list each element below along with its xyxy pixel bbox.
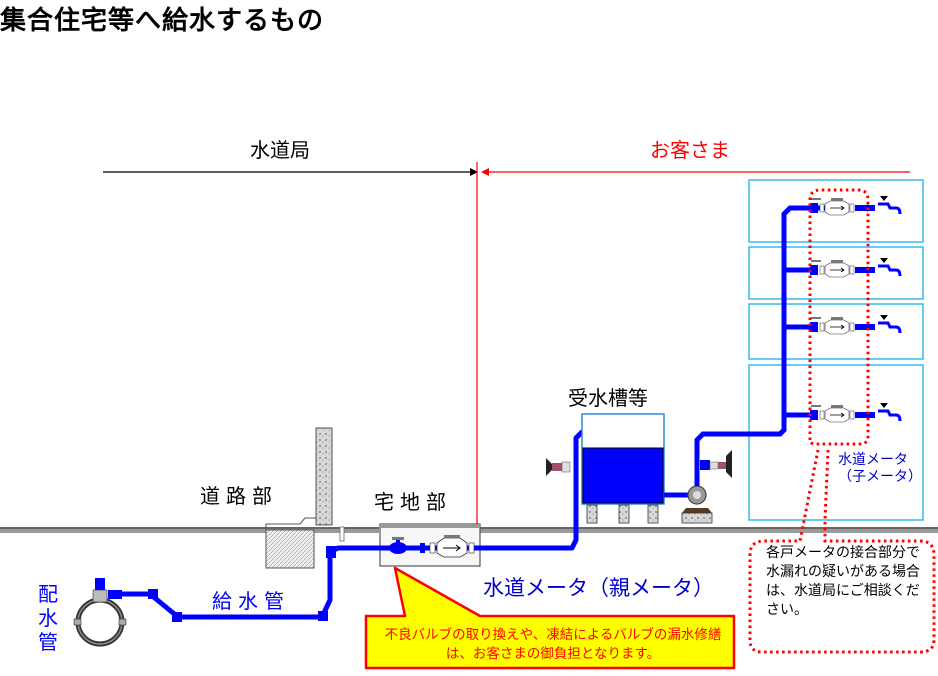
child-meter-label-line1: 水道メータ (838, 452, 908, 468)
waterworks-label: 水道局 (250, 138, 310, 162)
customer-label: お客さま (650, 138, 730, 162)
child-meter-1 (810, 196, 902, 216)
pump-outlet-valve (700, 450, 732, 478)
receiving-tank-label: 受水槽等 (568, 386, 648, 410)
waterworks-arrow (103, 168, 478, 176)
leak-consultation-note: 各戸メータの接合部分で水漏れの疑いがある場合は、水道局にご相談ください。 (766, 545, 920, 618)
child-meter-label-line2: （子メータ） (838, 469, 922, 485)
apartment-units (748, 179, 924, 521)
distribution-main-pipe (73, 578, 127, 647)
ground-line (0, 527, 938, 533)
tank-inlet-valve (546, 458, 571, 476)
road-gutter (265, 529, 315, 569)
road-section-label: 道路部 (200, 484, 278, 508)
parent-meter (389, 535, 475, 558)
boundary-wall (315, 427, 333, 526)
child-meter-4 (810, 403, 902, 423)
service-pipe-label: 給水管 (212, 589, 290, 613)
receiving-tank (581, 413, 665, 524)
child-meter-2 (810, 258, 902, 278)
child-meter-label: 水道メータ （子メータ） (838, 452, 922, 486)
distribution-main-label: 配水管 (38, 582, 58, 654)
owner-responsibility-note: 不良バルブの取り換えや、凍結によるバルブの漏水修繕は、お客さまの御負担となります… (384, 627, 722, 662)
residential-lot-label: 宅地部 (374, 490, 452, 514)
parent-meter-label: 水道メータ（親メータ） (483, 576, 714, 600)
pump (664, 205, 830, 524)
yellow-callout-shape (364, 566, 736, 670)
child-meter-3 (810, 315, 902, 335)
customer-arrow (481, 168, 910, 176)
page-title: 集合住宅等へ給水するもの (0, 6, 325, 36)
